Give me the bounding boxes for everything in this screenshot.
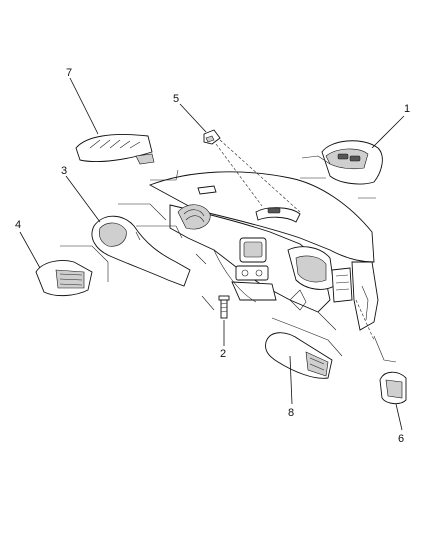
callout-6: 6 — [398, 433, 404, 445]
leader-lines — [19, 77, 405, 431]
callout-8: 8 — [288, 407, 294, 419]
callout-4: 4 — [15, 219, 21, 231]
callouts: 1 2 3 4 5 6 7 8 — [15, 67, 410, 445]
callout-1: 1 — [404, 103, 410, 115]
part-8-lower-outlet — [265, 332, 333, 379]
callout-7: 7 — [66, 67, 72, 79]
instrument-panel — [148, 171, 379, 341]
part-5-clip — [203, 129, 221, 145]
part-2-screw — [218, 295, 230, 319]
part-3-cluster-bezel — [91, 215, 191, 287]
part-7-dash-trim — [75, 134, 155, 165]
part-1-center-bezel — [321, 140, 383, 185]
part-4-left-outlet — [35, 260, 93, 297]
part-6-right-outlet — [379, 371, 407, 405]
callout-2: 2 — [220, 348, 226, 360]
callout-3: 3 — [61, 165, 67, 177]
callout-5: 5 — [173, 93, 179, 105]
